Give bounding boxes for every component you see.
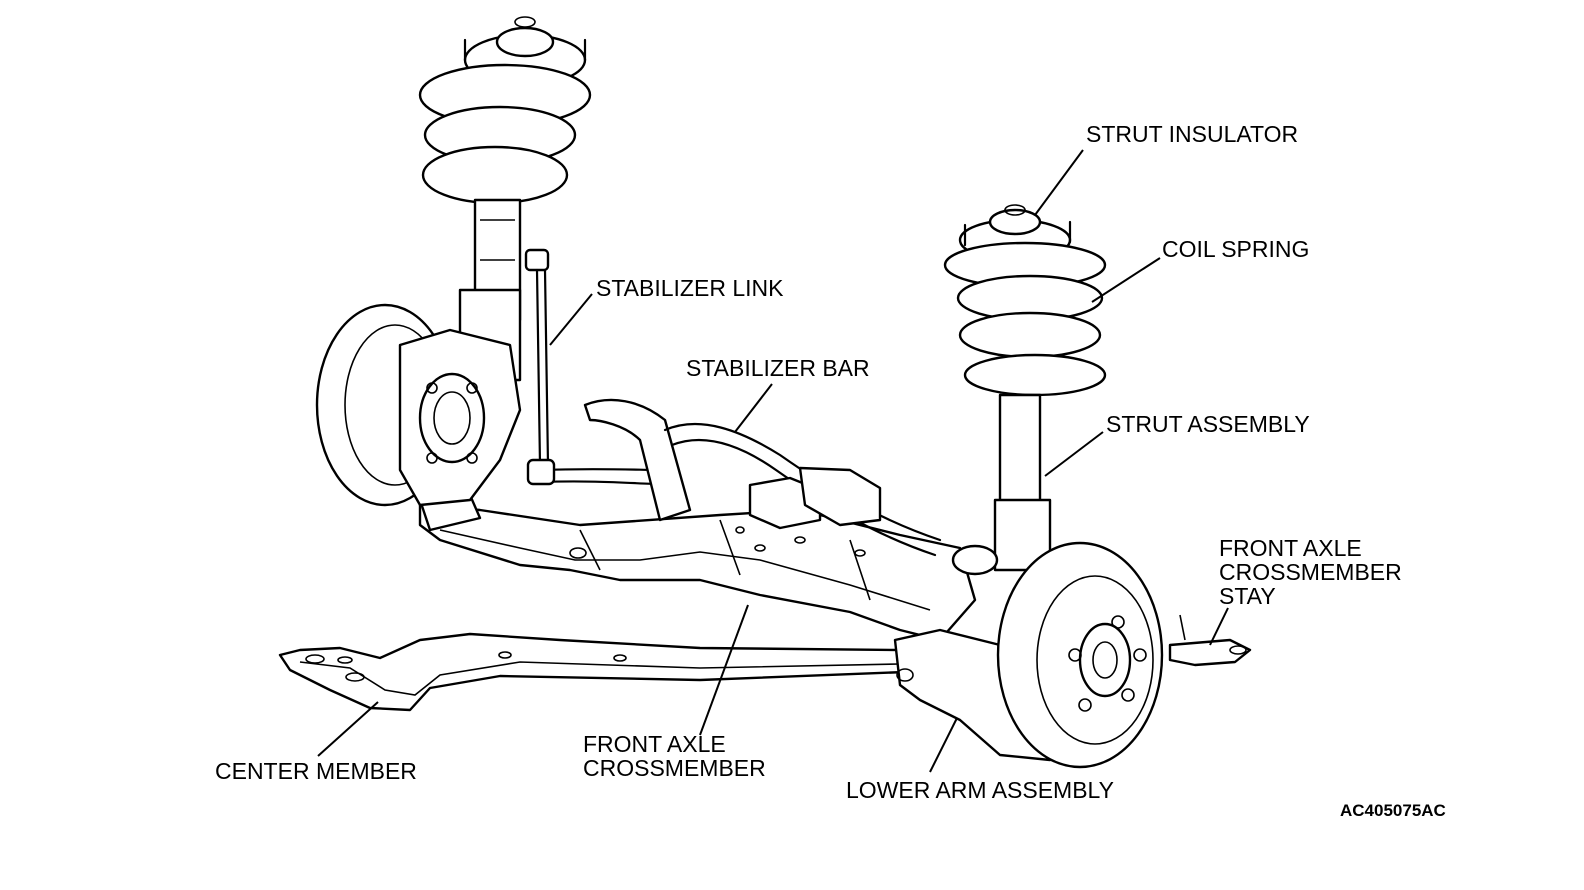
label-strut-assembly: STRUT ASSEMBLY xyxy=(1106,411,1310,437)
label-front-axle-crossmember-line2: CROSSMEMBER xyxy=(583,755,766,781)
left-hub-drawing xyxy=(315,303,522,507)
label-coil-spring: COIL SPRING xyxy=(1162,236,1309,262)
leader-center-member xyxy=(317,701,379,757)
label-strut-insulator: STRUT INSULATOR xyxy=(1086,121,1298,147)
label-crossmember-stay-line1: FRONT AXLE xyxy=(1219,535,1362,561)
leader-stabilizer-bar xyxy=(734,383,773,433)
leader-coil-spring xyxy=(1091,257,1161,303)
leader-strut-assembly xyxy=(1044,431,1104,477)
crossmember-stay-drawing xyxy=(1168,614,1252,667)
center-member-drawing xyxy=(278,632,907,712)
label-lower-arm-assembly: LOWER ARM ASSEMBLY xyxy=(846,777,1114,803)
leader-strut-insulator xyxy=(1034,149,1084,216)
right-hub-drawing xyxy=(951,541,1164,769)
label-crossmember-stay-line3: STAY xyxy=(1219,583,1276,609)
label-front-axle-crossmember-line1: FRONT AXLE xyxy=(583,731,726,757)
label-stabilizer-link: STABILIZER LINK xyxy=(596,275,784,301)
label-stabilizer-bar: STABILIZER BAR xyxy=(686,355,870,381)
leader-crossmember-stay xyxy=(1209,607,1229,646)
front-axle-crossmember-drawing xyxy=(418,493,1082,762)
leader-lines xyxy=(317,149,1229,773)
label-center-member: CENTER MEMBER xyxy=(215,758,417,784)
leader-stabilizer-link xyxy=(549,293,593,346)
figure-code: AC405075AC xyxy=(1340,801,1446,820)
leader-lower-arm-assembly xyxy=(929,717,958,773)
stabilizer-bar-drawing xyxy=(538,398,942,557)
leader-front-axle-crossmember xyxy=(699,604,749,736)
right-strut-drawing xyxy=(943,204,1107,572)
left-strut-drawing xyxy=(418,16,592,486)
label-crossmember-stay-line2: CROSSMEMBER xyxy=(1219,559,1402,585)
